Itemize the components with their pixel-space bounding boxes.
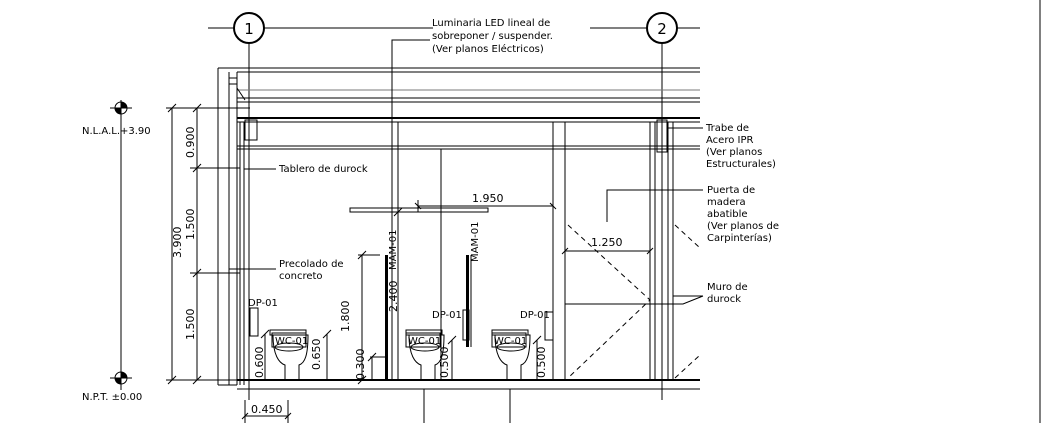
note-puerta-line-3: abatible xyxy=(707,209,748,220)
dim-0500-b: 0.500 xyxy=(535,347,548,379)
dim-0600: 0.600 xyxy=(253,347,266,379)
tag-wc-3: WC-01 xyxy=(494,336,527,347)
note-precolado-line-2: concreto xyxy=(279,271,323,282)
dimension-small-verticals xyxy=(260,207,542,385)
grid-label-2: 2 xyxy=(657,20,667,38)
flush-valve-1 xyxy=(249,307,259,337)
mam-partition-1 xyxy=(385,255,388,380)
note-tablero-line-1: Tablero de durock xyxy=(278,164,368,175)
note-muro: Muro de durock xyxy=(565,282,748,305)
tag-dp-left: DP-01 xyxy=(248,298,278,309)
steel-beam-left xyxy=(244,119,258,141)
level-label-top: N.L.A.L.+3.90 xyxy=(82,126,151,137)
grid-label-1: 1 xyxy=(244,20,254,38)
dim-0450: 0.450 xyxy=(251,403,283,416)
dim-1950: 1.950 xyxy=(472,192,504,205)
level-label-bottom: N.P.T. ±0.00 xyxy=(82,392,142,403)
note-puerta: Puerta de madera abatible (Ver planos de… xyxy=(606,185,779,244)
tag-wc-1: WC-01 xyxy=(275,336,308,347)
note-puerta-line-4: (Ver planos de xyxy=(707,221,779,232)
note-trabe-line-1: Trabe de xyxy=(705,123,749,134)
wc-tag-box-1 xyxy=(271,332,307,348)
note-puerta-line-5: Carpinterías) xyxy=(707,232,772,244)
left-wall xyxy=(217,68,258,386)
note-tablero: Tablero de durock xyxy=(244,164,368,175)
tag-mam-2: MAM-01 xyxy=(470,222,481,262)
dim-1250: 1.250 xyxy=(591,236,623,249)
dimension-1250 xyxy=(561,247,654,255)
door-swing xyxy=(567,224,701,379)
dim-0500-a: 0.500 xyxy=(438,347,451,379)
note-luminaria-line-2: sobreponer / suspender. xyxy=(432,31,553,42)
floor-slab xyxy=(237,379,700,390)
roof-structure xyxy=(218,67,700,150)
flush-valve-2 xyxy=(462,309,470,341)
grid-axis-1: 1 xyxy=(233,12,265,400)
dim-0650: 0.650 xyxy=(310,339,323,371)
note-trabe-line-2: Acero IPR xyxy=(706,135,753,146)
dim-seg-top: 0.900 xyxy=(184,127,197,159)
luminaire xyxy=(349,149,489,213)
dimension-1950 xyxy=(414,200,557,212)
dim-1800: 1.800 xyxy=(339,301,352,333)
note-luminaria-line-1: Luminaria LED lineal de xyxy=(432,18,550,29)
note-muro-line-2: durock xyxy=(707,294,741,305)
note-precolado: Precolado de concreto xyxy=(229,259,344,282)
tag-mam-1: MAM-01 xyxy=(388,230,399,270)
dimension-total xyxy=(120,100,250,390)
mam-partition-2 xyxy=(466,255,469,347)
flush-valve-3 xyxy=(544,311,554,341)
note-luminaria: Luminaria LED lineal de sobreponer / sus… xyxy=(391,18,553,208)
tag-dp-mid: DP-01 xyxy=(432,310,462,321)
dimension-segments xyxy=(190,103,240,385)
note-trabe: Trabe de Acero IPR (Ver planos Estructur… xyxy=(667,123,776,170)
note-trabe-line-4: Estructurales) xyxy=(706,159,776,170)
tag-dp-right: DP-01 xyxy=(520,310,550,321)
wc-tag-box-3 xyxy=(491,332,527,348)
note-puerta-line-1: Puerta de xyxy=(707,185,755,196)
dim-seg-mid: 1.500 xyxy=(184,209,197,241)
wc-tag-box-2 xyxy=(405,332,441,348)
dim-seg-bottom: 1.500 xyxy=(184,309,197,341)
note-muro-line-1: Muro de xyxy=(707,282,748,293)
note-luminaria-line-3: (Ver planos Eléctricos) xyxy=(432,43,544,55)
dim-total-height: 3.900 xyxy=(171,227,184,259)
note-trabe-line-3: (Ver planos xyxy=(706,147,762,158)
dimension-0450 xyxy=(241,400,292,423)
steel-beam-right xyxy=(656,119,668,153)
note-precolado-line-1: Precolado de xyxy=(279,259,344,270)
dim-2400: 2.400 xyxy=(387,281,400,313)
note-puerta-line-2: madera xyxy=(707,197,746,208)
dim-0300: 0.300 xyxy=(354,349,367,381)
tag-wc-2: WC-01 xyxy=(408,336,441,347)
